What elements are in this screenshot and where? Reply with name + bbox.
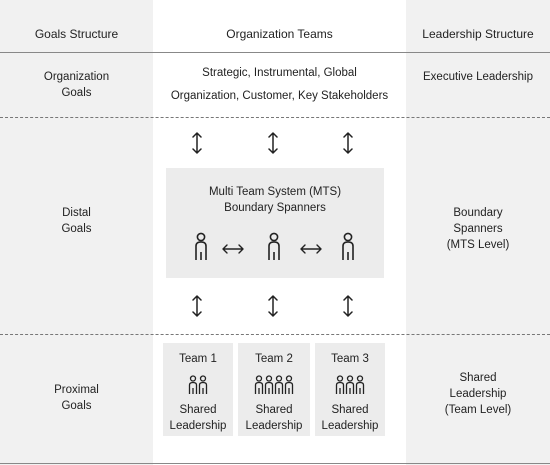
team-members-icon [335, 375, 365, 394]
team-leadership-line2: Leadership [169, 420, 227, 432]
team-members-icon [254, 375, 294, 394]
mts-title: Multi Team System (MTS) Boundary Spanner… [166, 184, 384, 216]
header-divider [0, 52, 550, 53]
proximal-goals-line2: Goals [61, 400, 92, 412]
updown-arrow-icon [192, 132, 202, 154]
distal-proximal-divider [0, 334, 550, 335]
team-level-leadership-label: Shared Leadership (Team Level) [406, 370, 550, 418]
header-leadership-structure: Leadership Structure [422, 27, 534, 41]
mts-title-line1: Multi Team System (MTS) [208, 186, 342, 198]
goals-column-bg [0, 0, 153, 465]
organization-scope-line1: Strategic, Instrumental, Global [202, 67, 357, 79]
organization-goals-label: Organization Goals [0, 69, 153, 101]
person-icon [268, 232, 280, 260]
team-leadership-label: Shared Leadership [315, 402, 385, 434]
header-goals-structure: Goals Structure [34, 27, 119, 41]
proximal-goals-line1: Proximal [54, 384, 99, 396]
team-box-1: Team 1 Shared Leadership [163, 343, 233, 436]
distal-goals-line2: Goals [61, 223, 92, 235]
leadership-column-bg [406, 0, 550, 465]
team-level-line3: (Team Level) [444, 404, 512, 416]
team-leadership-label: Shared Leadership [238, 402, 310, 434]
mts-leadership-line2: Spanners [453, 223, 503, 235]
team-leadership-line2: Leadership [245, 420, 303, 432]
team-leadership-line1: Shared [255, 404, 293, 416]
mts-leadership-line1: Boundary [453, 207, 503, 219]
updown-arrow-icon [343, 132, 353, 154]
team-leadership-line2: Leadership [321, 420, 379, 432]
distal-goals-line1: Distal [62, 207, 91, 219]
bottom-border [0, 463, 550, 464]
team-leadership-label: Shared Leadership [163, 402, 233, 434]
proximal-goals-label: Proximal Goals [0, 382, 153, 414]
mts-title-line2: Boundary Spanners [224, 202, 326, 214]
team-members-icon [188, 375, 208, 394]
distal-goals-label: Distal Goals [0, 205, 153, 237]
organization-teams-scope: Strategic, Instrumental, Global Organiza… [153, 65, 406, 104]
leftright-arrow-icon [300, 244, 322, 254]
mts-level-leadership-label: Boundary Spanners (MTS Level) [406, 205, 550, 253]
executive-leadership-label: Executive Leadership [423, 71, 533, 83]
team-name: Team 3 [331, 353, 369, 365]
team-box-2: Team 2 Shared Leadership [238, 343, 310, 436]
team-name: Team 2 [255, 353, 293, 365]
team-name: Team 1 [179, 353, 217, 365]
organization-distal-divider [0, 117, 550, 118]
team-level-line1: Shared [459, 372, 497, 384]
updown-arrow-icon [268, 132, 278, 154]
person-icon [195, 232, 207, 260]
updown-arrow-icon [343, 295, 353, 317]
organization-scope-line2: Organization, Customer, Key Stakeholders [170, 90, 389, 102]
header-organization-teams: Organization Teams [226, 27, 333, 41]
organization-goals-line1: Organization [43, 71, 110, 83]
updown-arrow-icon [192, 295, 202, 317]
team-level-line2: Leadership [449, 388, 507, 400]
leftright-arrow-icon [222, 244, 244, 254]
team-leadership-line1: Shared [331, 404, 369, 416]
team-box-3: Team 3 Shared Leadership [315, 343, 385, 436]
updown-arrow-icon [268, 295, 278, 317]
person-icon [342, 232, 354, 260]
team-leadership-line1: Shared [179, 404, 217, 416]
mts-leadership-line3: (MTS Level) [446, 239, 510, 251]
organization-goals-line2: Goals [61, 87, 92, 99]
